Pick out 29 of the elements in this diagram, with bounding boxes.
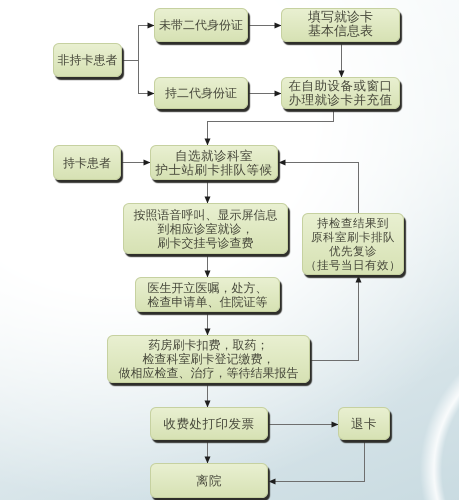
process-box: 填写就诊卡基本信息表 — [281, 8, 400, 42]
start-box: 持卡患者 — [53, 145, 121, 180]
process-box: 退卡 — [338, 407, 390, 440]
arrow — [204, 440, 210, 464]
process-box: 持二代身份证 — [154, 77, 248, 109]
arrow — [122, 60, 155, 96]
arrow — [268, 440, 365, 484]
arrow — [310, 275, 362, 361]
arrow — [204, 180, 210, 204]
arrow — [248, 22, 282, 28]
arrow — [278, 160, 359, 214]
process-box: 医生开立医嘱，处方、检查申请单、住院证等 — [135, 277, 280, 312]
start-box: 非持卡患者 — [53, 43, 122, 77]
arrow — [248, 90, 282, 96]
arrow — [121, 160, 151, 166]
end-box: 离院 — [150, 463, 268, 498]
process-box: 在自助设备或窗口办理就诊卡并充值 — [281, 77, 400, 109]
arrow — [204, 254, 210, 278]
arrow — [204, 109, 334, 146]
process-box: 持检查结果到原科室刷卡排队优先复诊（挂号当日有效） — [302, 213, 404, 275]
process-box: 未带二代身份证 — [154, 8, 248, 42]
arrow — [268, 422, 339, 428]
process-box: 收费处打印发票 — [150, 407, 268, 440]
process-box: 按照语音呼叫、显示屏信息到相应诊室就诊，刷卡交挂号诊查费 — [123, 203, 288, 254]
arrow — [338, 42, 344, 78]
arrow — [204, 312, 210, 336]
arrow — [204, 383, 210, 408]
process-box: 自选就诊科室护士站刷卡排队等候 — [150, 145, 278, 180]
process-box: 药房刷卡扣费，取药；检查科室刷卡登记缴费，做相应检查、治疗，等待结果报告 — [107, 335, 310, 383]
